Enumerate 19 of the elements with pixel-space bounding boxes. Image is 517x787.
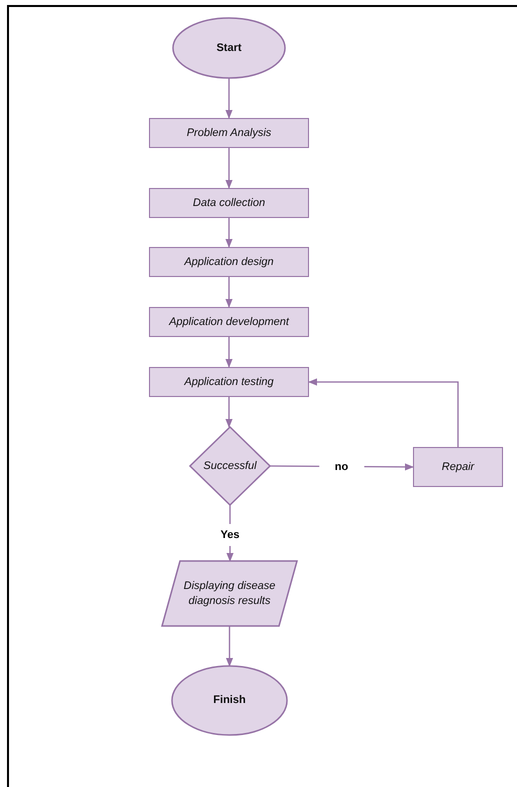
arrow <box>225 78 233 119</box>
process-box: Problem Analysis <box>149 118 309 148</box>
terminator-ellipse: Finish <box>172 666 287 735</box>
arrow <box>225 337 233 368</box>
decision-diamond: Successful <box>190 427 270 505</box>
arrow <box>225 218 233 248</box>
arrow <box>225 397 233 428</box>
arrow <box>308 378 459 447</box>
terminator-ellipse: Start <box>173 18 285 78</box>
process-box: Application testing <box>149 367 309 397</box>
process-box: Data collection <box>149 188 309 218</box>
arrow <box>226 626 234 667</box>
process-box: Application development <box>149 307 309 337</box>
arrow <box>225 277 233 308</box>
arrow <box>225 148 233 189</box>
process-box: Application design <box>149 247 309 277</box>
process-box: Repair <box>413 447 503 487</box>
edge-label: Yes <box>218 524 242 546</box>
io-parallelogram: Displaying disease diagnosis results <box>162 561 297 626</box>
